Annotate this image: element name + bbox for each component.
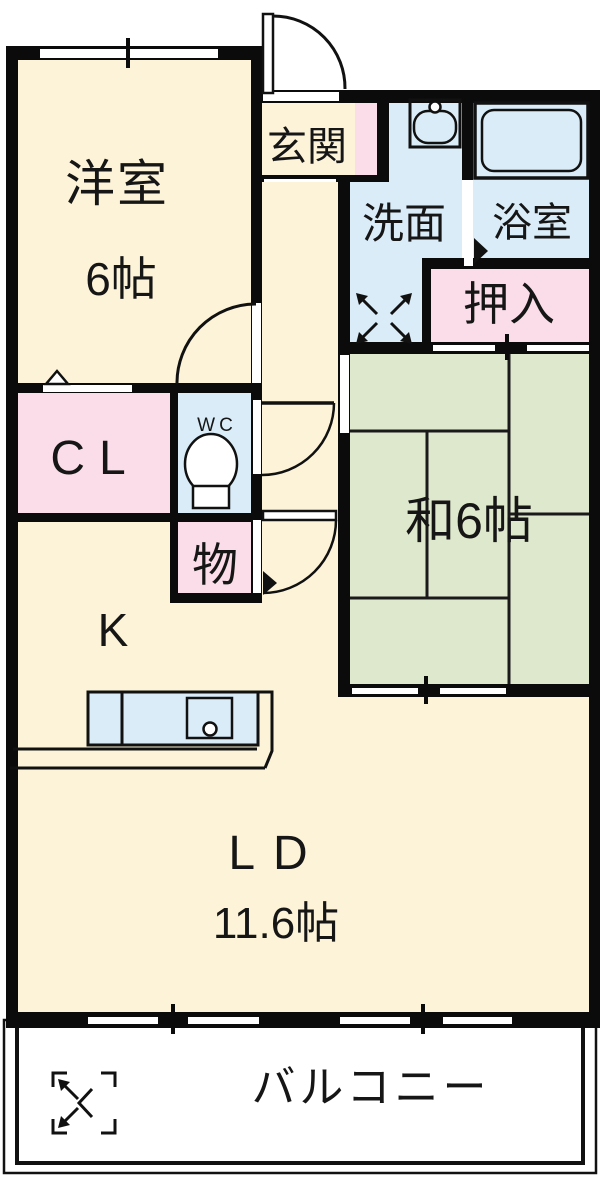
bathroom-door-marker-icon bbox=[474, 238, 488, 264]
entrance-door-leaf-icon bbox=[261, 12, 275, 95]
entrance-door-swing-icon bbox=[272, 14, 347, 90]
western-room-label: 洋室 bbox=[65, 156, 169, 212]
western-room-doorway bbox=[252, 303, 261, 383]
kitchen-label: K bbox=[98, 604, 129, 656]
room-labels: 洋室 6帖 玄関 洗面 浴室 押入 和6帖 CL WC 物 K LD 11.6帖… bbox=[50, 125, 572, 1112]
entrance-doorway bbox=[263, 92, 339, 101]
washing-machine-space-icon bbox=[356, 293, 412, 344]
kitchen-sink-icon bbox=[185, 696, 234, 740]
closet-area bbox=[18, 393, 170, 513]
western-room-size: 6帖 bbox=[85, 253, 157, 305]
bathroom-label: 浴室 bbox=[492, 201, 572, 245]
living-dining-size: 11.6帖 bbox=[213, 899, 339, 948]
entrance-step-line bbox=[264, 179, 336, 182]
washing-machine-space-icon bbox=[51, 1071, 117, 1135]
entrance-area bbox=[262, 92, 358, 175]
japanese-room-area bbox=[347, 354, 589, 684]
bathroom-doorway bbox=[464, 180, 473, 266]
storage-doorway bbox=[253, 520, 261, 593]
hallway-area bbox=[262, 175, 338, 603]
shoe-cabinet-area bbox=[355, 100, 377, 175]
storage-area bbox=[178, 522, 251, 593]
doors bbox=[43, 12, 488, 595]
wc-label: WC bbox=[197, 415, 237, 436]
ld-window-left bbox=[188, 1017, 259, 1024]
wc-door-swing-icon bbox=[261, 402, 336, 477]
closet-door-marker-icon bbox=[43, 369, 71, 386]
balcony-label: バルコニー bbox=[251, 1063, 490, 1112]
bathtub-icon bbox=[473, 101, 590, 180]
oshiire-label: 押入 bbox=[463, 278, 555, 330]
ld-window-right bbox=[340, 1017, 410, 1024]
japanese-room-sliding-door bbox=[352, 688, 418, 694]
washbasin-icon bbox=[408, 98, 462, 149]
kitchen-counter-icon bbox=[10, 690, 274, 770]
japanese-room-sliding-door bbox=[440, 688, 506, 694]
oshiire-sliding-door bbox=[433, 345, 495, 351]
living-dining-label: LD bbox=[228, 827, 325, 880]
oshiire-sliding-door bbox=[527, 345, 589, 351]
oshiire-area bbox=[431, 269, 589, 342]
storage-label: 物 bbox=[192, 539, 238, 591]
japanese-room-doorway bbox=[340, 355, 349, 433]
window-ticks bbox=[126, 38, 509, 1034]
entrance-label: 玄関 bbox=[267, 125, 347, 169]
bathroom-area bbox=[473, 102, 589, 268]
western-room-door-swing-icon bbox=[175, 302, 257, 385]
washroom-label: 洗面 bbox=[362, 200, 446, 247]
western-room-area bbox=[18, 60, 251, 383]
door-stop-marker-icon bbox=[263, 571, 277, 595]
closet-label: CL bbox=[50, 432, 139, 485]
wc-doorway bbox=[253, 400, 261, 474]
ld-window-left bbox=[88, 1017, 158, 1024]
japanese-room-label: 和6帖 bbox=[405, 493, 533, 549]
tatami-lines bbox=[347, 354, 589, 684]
storage-door-swing-icon bbox=[262, 519, 338, 595]
toilet-icon bbox=[183, 432, 239, 510]
closet-doorway bbox=[43, 385, 132, 392]
storage-door-leaf-icon bbox=[261, 509, 338, 522]
ld-window-right bbox=[443, 1017, 512, 1024]
